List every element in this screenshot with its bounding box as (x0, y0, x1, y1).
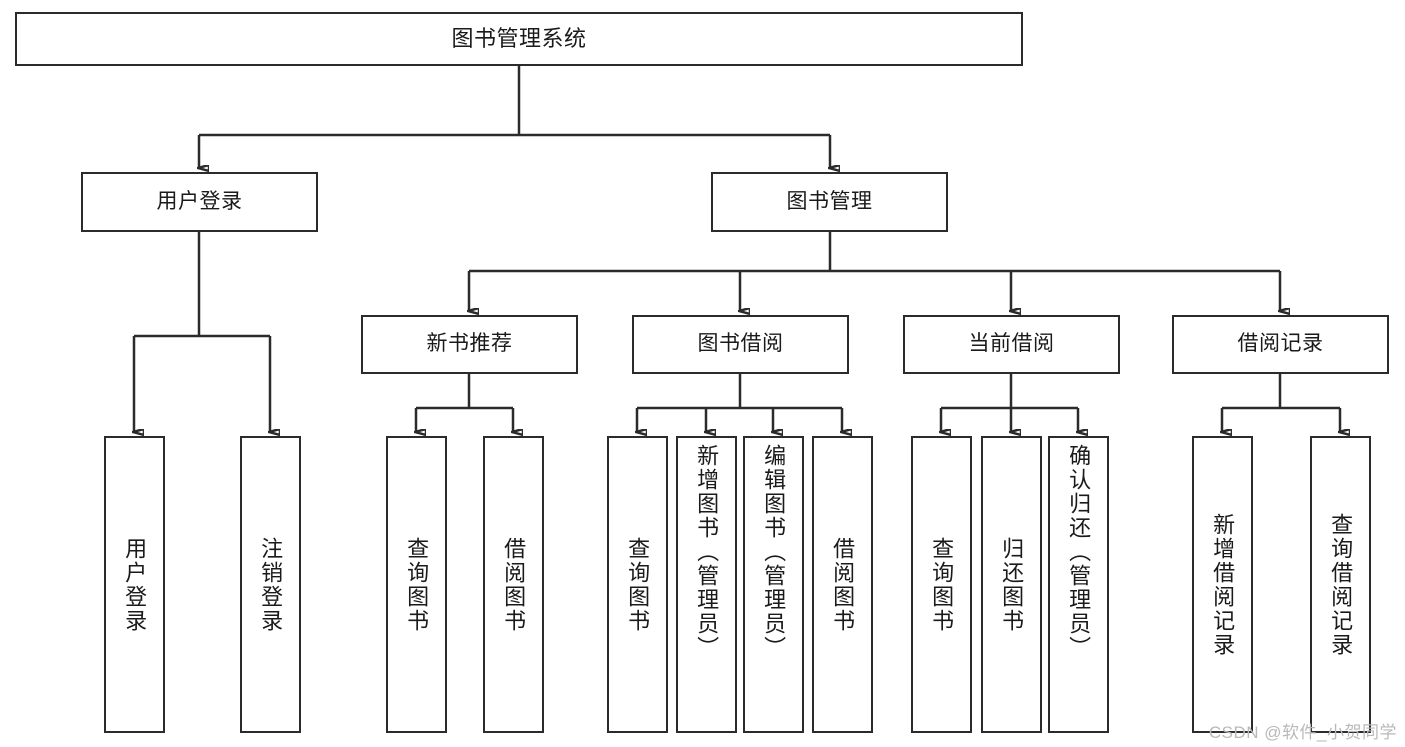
node-label: 查询图书 (625, 536, 651, 633)
node-user-login[interactable]: 用户登录 (81, 172, 318, 232)
leaf-query-borrow-record[interactable]: 查询借阅记录 (1310, 436, 1371, 733)
node-label: 图书管理 (786, 189, 873, 213)
node-label: 新增借阅记录 (1210, 512, 1236, 657)
leaf-borrow-books-recommend[interactable]: 借阅图书 (483, 436, 544, 733)
node-book-borrowing[interactable]: 图书借阅 (632, 315, 849, 374)
leaf-query-books-borrowing[interactable]: 查询图书 (607, 436, 668, 733)
leaf-return-books[interactable]: 归还图书 (981, 436, 1042, 733)
leaf-edit-book-admin[interactable]: 编辑图书（管理员） (743, 436, 804, 733)
leaf-logout[interactable]: 注销登录 (240, 436, 301, 733)
node-label: 用户登录 (122, 536, 148, 633)
node-label: 查询借阅记录 (1328, 512, 1354, 657)
node-label: 注销登录 (258, 536, 284, 633)
node-new-book-recommendation[interactable]: 新书推荐 (361, 315, 578, 374)
leaf-query-books-recommend[interactable]: 查询图书 (386, 436, 447, 733)
node-label: 查询图书 (929, 536, 955, 633)
node-borrowing-records[interactable]: 借阅记录 (1172, 315, 1389, 374)
node-label: 用户登录 (156, 189, 243, 213)
leaf-query-books-current[interactable]: 查询图书 (911, 436, 972, 733)
node-label: 借阅记录 (1237, 332, 1324, 356)
node-label: 当前借阅 (968, 332, 1055, 356)
node-label: 借阅图书 (830, 536, 856, 633)
leaf-add-borrow-record[interactable]: 新增借阅记录 (1192, 436, 1253, 733)
leaf-confirm-return-admin[interactable]: 确认归还（管理员） (1048, 436, 1109, 733)
watermark: CSDN @软件_小贺同学 (1208, 723, 1397, 742)
node-book-management[interactable]: 图书管理 (711, 172, 948, 232)
node-root-library-system[interactable]: 图书管理系统 (15, 12, 1023, 66)
leaf-add-book-admin[interactable]: 新增图书（管理员） (676, 436, 737, 733)
node-label: 归还图书 (999, 536, 1025, 633)
leaf-user-login[interactable]: 用户登录 (104, 436, 165, 733)
leaf-borrow-books[interactable]: 借阅图书 (812, 436, 873, 733)
node-label: 新书推荐 (426, 332, 513, 356)
node-label: 图书借阅 (697, 332, 784, 356)
node-label: 借阅图书 (501, 536, 527, 633)
node-label: 确认归还（管理员） (1066, 444, 1092, 660)
node-label: 编辑图书（管理员） (761, 444, 787, 660)
node-label: 新增图书（管理员） (694, 444, 720, 660)
node-label: 图书管理系统 (451, 26, 587, 52)
node-label: 查询图书 (404, 536, 430, 633)
node-current-borrowing[interactable]: 当前借阅 (903, 315, 1120, 374)
